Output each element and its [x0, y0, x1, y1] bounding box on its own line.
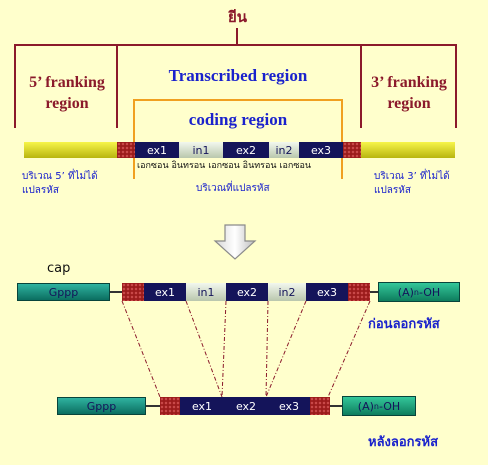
bracket-tick [236, 28, 238, 44]
pre-polya-tail: -OH [418, 285, 441, 299]
mature-connector [146, 405, 160, 407]
pre-connector [370, 291, 378, 293]
five-untranslated-label: บริเวณ 5’ ที่ไม่ได้ แปลรหัส [22, 170, 98, 198]
pre-polya-sub: n [413, 287, 419, 297]
gene-intron-1: in1 [179, 142, 223, 158]
pre-cap-box: Gppp [17, 283, 110, 301]
gene-bracket-top [14, 44, 457, 46]
transcribed-label: Transcribed region [168, 66, 308, 85]
bracket-tick [14, 44, 16, 128]
pre-five-utr [122, 283, 144, 301]
pre-three-utr [348, 283, 370, 301]
mature-exon-3: ex3 [268, 397, 310, 415]
pre-connector [110, 291, 122, 293]
gene-title: ยีน [228, 8, 248, 26]
pre-caption: ก่อนลอกรหัส [368, 317, 440, 332]
three-untranslated-line: บริเวณ 3’ ที่ไม่ได้ [374, 171, 450, 182]
mature-polya-box: (A)n-OH [342, 396, 416, 416]
gene-intron-2: in2 [269, 142, 299, 158]
mature-polya-tail: -OH [378, 399, 401, 413]
pre-intron-1: in1 [186, 283, 226, 301]
bracket-tick [455, 44, 457, 128]
coding-label: coding region [188, 110, 288, 129]
gene-exon-3: ex3 [299, 142, 343, 158]
mature-cap-box: Gppp [57, 397, 146, 415]
five-untranslated-line: บริเวณ 5’ ที่ไม่ได้ [22, 171, 98, 182]
coding-bracket-tick [341, 99, 343, 179]
mature-exon-2: ex2 [224, 397, 268, 415]
mature-five-utr [160, 397, 180, 415]
three-flank-line: region [387, 95, 431, 112]
five-flank-line: region [45, 95, 89, 112]
mature-exon-1: ex1 [180, 397, 224, 415]
three-untranslated-line: แปลรหัส [374, 185, 411, 196]
down-arrow-icon [213, 224, 257, 260]
pre-polya-text: (A) [397, 285, 414, 299]
five-flank-bar [24, 142, 118, 158]
cap-label: cap [47, 261, 71, 276]
pre-intron-2: in2 [268, 283, 306, 301]
three-flank-bar [361, 142, 455, 158]
bracket-tick [116, 44, 118, 128]
pre-exon-2: ex2 [226, 283, 268, 301]
pre-exon-3: ex3 [306, 283, 348, 301]
coding-bracket-top [133, 99, 343, 101]
bracket-tick [360, 44, 362, 128]
pre-polya-box: (A)n-OH [378, 282, 460, 302]
gene-exon-2: ex2 [223, 142, 269, 158]
mature-three-utr [310, 397, 330, 415]
mature-polya-sub: n [373, 401, 379, 411]
three-flank-line: 3’ franking [371, 74, 447, 91]
mature-polya-text: (A) [357, 399, 374, 413]
three-flank-label: 3’ franking region [362, 72, 456, 114]
five-utr-block [117, 142, 135, 158]
coding-bracket-tick [133, 99, 135, 179]
five-flank-line: 5’ franking [29, 74, 105, 91]
three-utr-block [343, 142, 361, 158]
three-untranslated-label: บริเวณ 3’ ที่ไม่ได้ แปลรหัส [374, 170, 450, 198]
mature-connector [330, 405, 342, 407]
gene-exon-1: ex1 [135, 142, 179, 158]
five-flank-label: 5’ franking region [20, 72, 114, 114]
mature-caption: หลังลอกรหัส [368, 435, 439, 450]
pre-exon-1: ex1 [144, 283, 186, 301]
five-untranslated-line: แปลรหัส [22, 185, 59, 196]
segment-names: เอกซอน อินทรอน เอกซอน อินทรอน เอกซอน [137, 161, 311, 171]
translated-label: บริเวณที่แปลรหัส [196, 183, 270, 194]
